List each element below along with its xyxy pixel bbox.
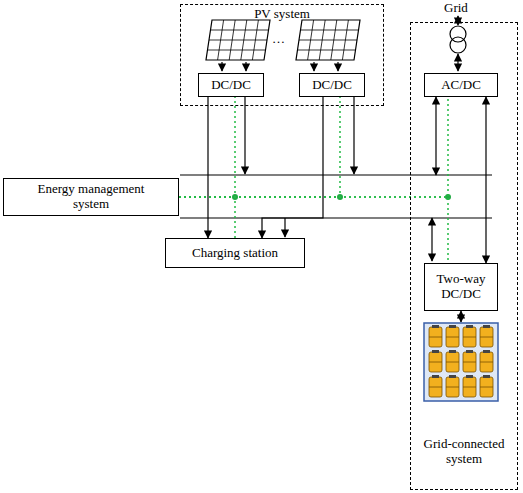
panel-grid: [208, 50, 266, 51]
battery-cell: [446, 327, 459, 347]
solar-panel: [206, 20, 270, 60]
battery-terminal: [466, 375, 473, 378]
power-flow: [207, 97, 208, 238]
pv-system-group: PV systemDC/DC DC/DC: [180, 4, 384, 106]
battery-band: [429, 387, 442, 388]
battery-band: [463, 362, 476, 363]
battery-terminal: [432, 325, 439, 328]
battery-cell: [429, 352, 442, 372]
battery-terminal: [432, 375, 439, 378]
solar-panel: [296, 20, 360, 60]
transformer-symbol: [450, 16, 466, 71]
control-link: [179, 97, 340, 197]
grid-label: Grid: [444, 1, 468, 15]
power-flow: [485, 97, 486, 263]
battery-terminal: [449, 350, 456, 353]
panel-grid: [301, 30, 359, 31]
converter-box: DC/DC: [299, 73, 365, 97]
battery-cell: [463, 377, 476, 397]
battery-cell: [463, 327, 476, 347]
battery-band: [480, 337, 493, 338]
solar-panel: [206, 20, 360, 60]
battery-band: [480, 362, 493, 363]
battery-cell: [480, 352, 493, 372]
box-label: DC/DC: [211, 78, 251, 93]
battery-terminal: [483, 350, 490, 353]
box-label: AC/DC: [441, 78, 481, 93]
group-heading: Grid-connected system: [411, 437, 517, 467]
battery-band: [446, 337, 459, 338]
box-label: Two-way DC/DC: [430, 272, 492, 302]
battery-band: [446, 362, 459, 363]
group-heading: PV system: [181, 7, 383, 22]
battery-cell: [429, 327, 442, 347]
panel-arrow: [222, 62, 338, 71]
converter-box: AC/DC: [424, 73, 498, 97]
charging-station-box: Charging station: [165, 238, 305, 268]
battery-terminal: [483, 325, 490, 328]
ellipsis-label: …: [272, 32, 285, 46]
box-label: Charging station: [192, 246, 278, 261]
panel-grid: [298, 50, 356, 51]
battery-band: [463, 337, 476, 338]
battery-terminal: [432, 350, 439, 353]
battery-band: [429, 337, 442, 338]
converter-box: DC/DC: [198, 73, 264, 97]
battery-cell: [429, 377, 442, 397]
battery-cell: [463, 352, 476, 372]
battery-cell: [446, 352, 459, 372]
battery-terminal: [483, 375, 490, 378]
battery-cell: [480, 327, 493, 347]
box-label: DC/DC: [312, 78, 352, 93]
grid-system-group: Grid-connected system AC/DC Two-way DC/DC: [410, 22, 518, 490]
box-label: Energy management system: [26, 182, 156, 212]
panel-grid: [209, 40, 267, 41]
battery-pack: [424, 311, 498, 401]
battery-terminal: [466, 325, 473, 328]
battery-band: [463, 387, 476, 388]
battery-terminal: [466, 350, 473, 353]
battery-terminal: [449, 325, 456, 328]
battery-band: [429, 362, 442, 363]
battery-cell: [446, 377, 459, 397]
power-flow: [262, 97, 323, 238]
battery-terminal: [449, 375, 456, 378]
battery-cell: [480, 377, 493, 397]
control-link: [179, 197, 235, 238]
control-link: [179, 97, 448, 197]
converter-box: Two-way DC/DC: [424, 263, 498, 311]
battery-band: [480, 387, 493, 388]
control-link: [179, 97, 235, 197]
battery-band: [446, 387, 459, 388]
panel-grid: [299, 40, 357, 41]
ems-box: Energy management system: [3, 178, 179, 216]
control-link: [179, 197, 448, 263]
panel-grid: [211, 30, 269, 31]
